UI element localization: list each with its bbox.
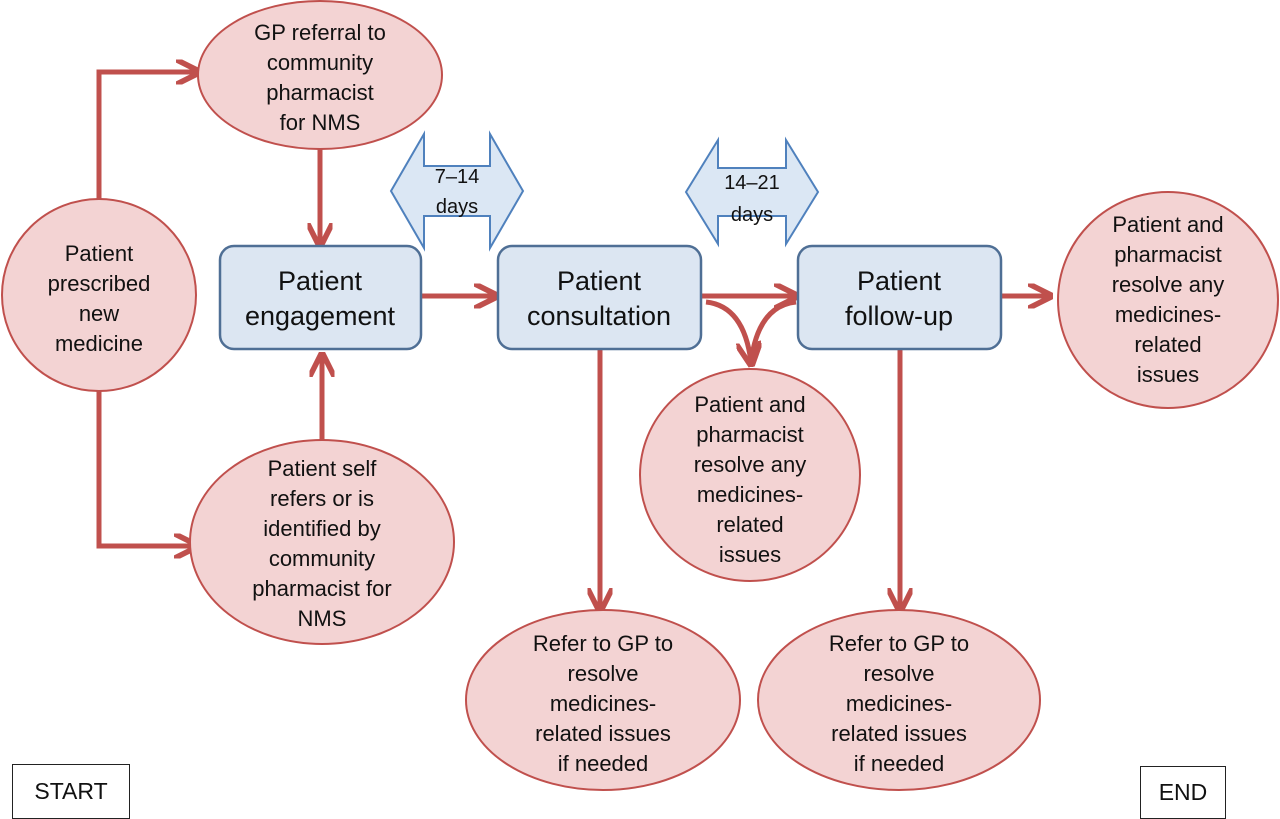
process-box [796, 244, 1003, 351]
node-line: medicines- [697, 482, 803, 507]
node-gp-referral: GP referral to community pharmacist for … [197, 0, 443, 150]
node-line: identified by [263, 516, 380, 541]
oval [197, 0, 443, 150]
node-line: Refer to GP to [533, 631, 673, 656]
box-patient-consultation: Patient consultation [496, 244, 703, 351]
node-line: resolve [568, 661, 639, 686]
arrow-consultation-to-resolve-mid [705, 299, 751, 362]
node-line: related issues [535, 721, 671, 746]
node-line: community [269, 546, 375, 571]
box-line: engagement [245, 301, 396, 331]
node-line: Patient and [694, 392, 805, 417]
node-line: GP referral to [254, 20, 386, 45]
node-line: related [716, 512, 783, 537]
box-patient-engagement: Patient engagement [218, 244, 423, 351]
node-line: if needed [854, 751, 945, 776]
connectors [96, 72, 1048, 608]
oval [1057, 191, 1279, 409]
interval-line-2: days [436, 196, 478, 218]
node-line: for NMS [280, 110, 361, 135]
node-line: resolve [864, 661, 935, 686]
double-arrow-shape [389, 130, 525, 252]
node-line: related [1134, 332, 1201, 357]
node-line: pharmacist [696, 422, 804, 447]
node-line: medicines- [1115, 302, 1221, 327]
oval [465, 609, 741, 791]
node-line: pharmacist [266, 80, 374, 105]
box-line: Patient [857, 266, 942, 296]
node-line: prescribed [48, 271, 151, 296]
node-line: Refer to GP to [829, 631, 969, 656]
node-line: refers or is [270, 486, 374, 511]
start-marker: START [12, 764, 130, 819]
node-line: issues [1137, 362, 1199, 387]
interval-14-21-days: 14–21 days [684, 136, 820, 248]
node-line: issues [719, 542, 781, 567]
process-box [496, 244, 703, 351]
node-resolve-mid: Patient and pharmacist resolve any medic… [639, 368, 861, 582]
oval [757, 609, 1041, 791]
node-line: resolve any [694, 452, 807, 477]
interval-line-2: days [731, 204, 773, 226]
node-line: medicine [55, 331, 143, 356]
double-arrow-shape [684, 136, 820, 248]
interval-7-14-days: 7–14 days [389, 130, 525, 252]
node-line: community [267, 50, 373, 75]
box-line: consultation [527, 301, 671, 331]
node-refer-gp-1: Refer to GP to resolve medicines- relate… [465, 609, 741, 791]
box-line: Patient [278, 266, 363, 296]
arrow-followup-to-resolve-mid [748, 299, 797, 363]
oval [189, 439, 455, 645]
box-line: Patient [557, 266, 642, 296]
node-line: NMS [298, 606, 347, 631]
node-resolve-end: Patient and pharmacist resolve any medic… [1057, 191, 1279, 409]
interval-line-1: 14–21 [724, 172, 780, 194]
node-line: Patient [65, 241, 134, 266]
node-line: pharmacist for [252, 576, 391, 601]
node-line: new [79, 301, 119, 326]
node-line: Patient self [268, 456, 378, 481]
end-marker: END [1140, 766, 1226, 819]
node-patient-prescribed: Patient prescribed new medicine [1, 198, 197, 392]
node-line: resolve any [1112, 272, 1225, 297]
node-line: related issues [831, 721, 967, 746]
node-refer-gp-2: Refer to GP to resolve medicines- relate… [757, 609, 1041, 791]
arrow-start-to-gp-referral [96, 72, 196, 200]
arrow-start-to-self-refer [96, 390, 194, 546]
interval-line-1: 7–14 [435, 166, 480, 188]
node-line: medicines- [846, 691, 952, 716]
node-self-refer: Patient self refers or is identified by … [189, 439, 455, 645]
oval [1, 198, 197, 392]
process-box [218, 244, 423, 351]
node-line: Patient and [1112, 212, 1223, 237]
node-line: medicines- [550, 691, 656, 716]
box-patient-follow-up: Patient follow-up [796, 244, 1003, 351]
node-line: if needed [558, 751, 649, 776]
node-line: pharmacist [1114, 242, 1222, 267]
oval [639, 368, 861, 582]
box-line: follow-up [845, 301, 953, 331]
